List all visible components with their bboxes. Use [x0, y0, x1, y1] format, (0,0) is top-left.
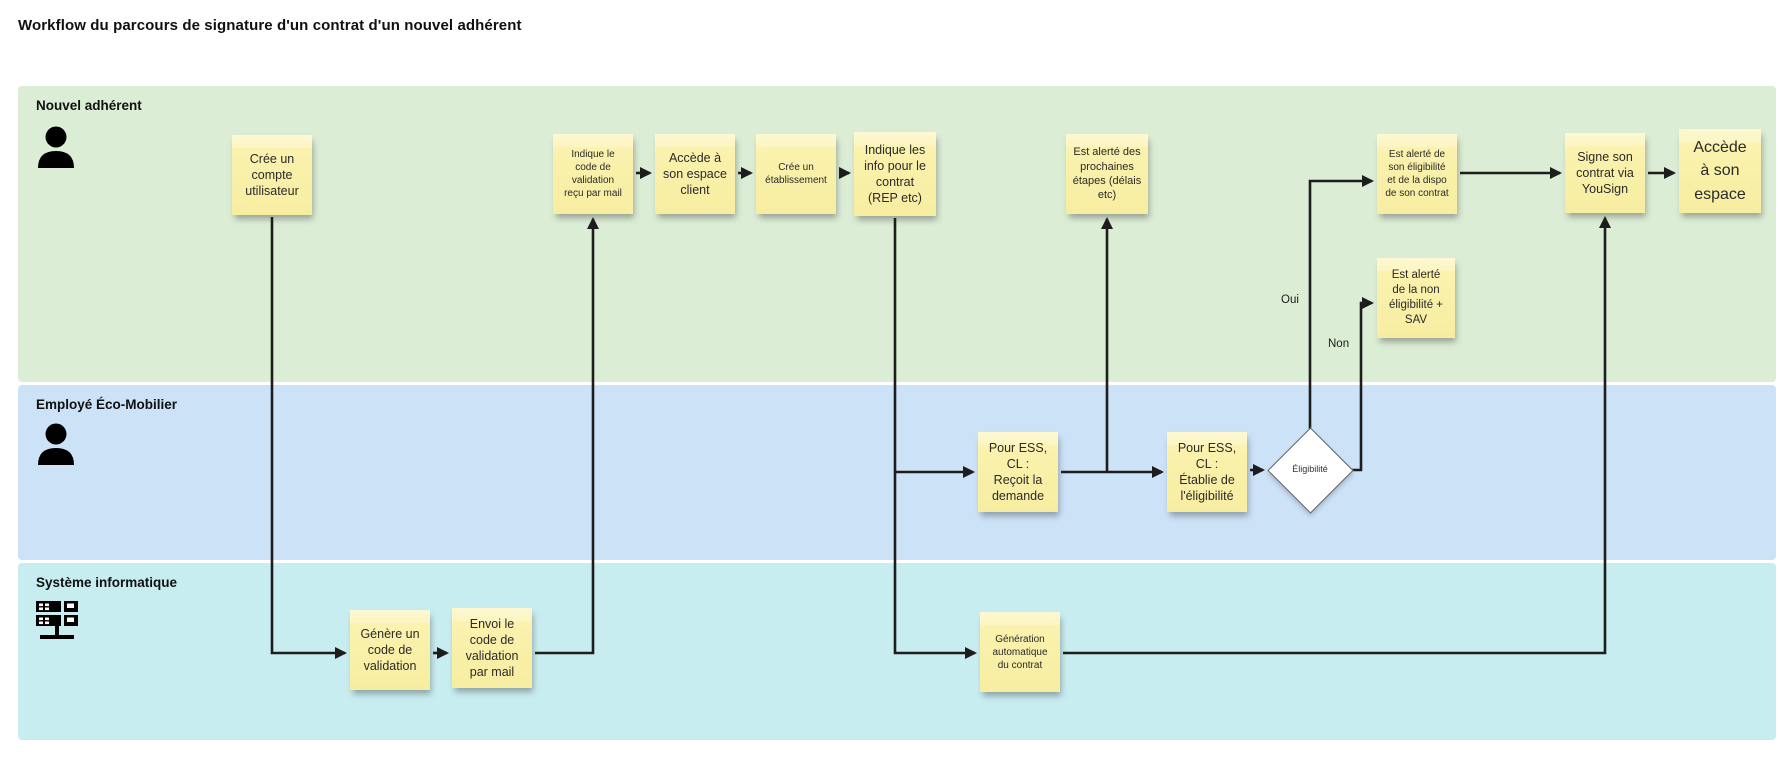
person-icon [36, 126, 76, 175]
lane-systeme-informatique: Système informatique [18, 563, 1776, 740]
lane-nouvel-adherent: Nouvel adhérent [18, 86, 1776, 382]
note-text: Est alerté des prochaines étapes (délais… [1072, 146, 1142, 202]
sticky-note-accede-espace-client: Accède à son espace client [655, 134, 735, 214]
page-title: Workflow du parcours de signature d'un c… [18, 17, 522, 34]
branch-label-oui: Oui [1281, 294, 1299, 306]
sticky-note-cree-etablissement: Crée un établissement [756, 134, 836, 214]
sticky-note-indique-infos: Indique les info pour le contrat (REP et… [854, 132, 936, 216]
lane-label: Employé Éco-Mobilier [36, 397, 178, 412]
note-text: Envoi le code de validation par mail [465, 616, 519, 680]
note-text: Crée un établissement [765, 162, 827, 186]
note-text: Indique le code de validation reçu par m… [564, 149, 622, 199]
sticky-note-cree-compte: Crée un compte utilisateur [232, 135, 312, 215]
sticky-note-alerte-etapes: Est alerté des prochaines étapes (délais… [1066, 134, 1148, 214]
note-text: Est alerté de la non éligibilité + SAV [1388, 269, 1444, 326]
sticky-note-etablit-eligibilite: Pour ESS, CL : Établie de l'éligibilité [1167, 432, 1247, 512]
sticky-note-signe-contrat: Signe son contrat via YouSign [1565, 133, 1645, 213]
sticky-note-accede-espace: Accède à son espace [1679, 129, 1761, 213]
sticky-note-recoit-demande: Pour ESS, CL : Reçoit la demande [978, 432, 1058, 512]
lane-label: Système informatique [36, 575, 178, 590]
note-text: Génère un code de validation [360, 626, 420, 674]
note-text: Indique les info pour le contrat (REP et… [864, 142, 926, 206]
note-text: Signe son contrat via YouSign [1576, 149, 1634, 197]
note-text: Pour ESS, CL : Établie de l'éligibilité [1177, 440, 1237, 504]
sticky-note-generation-contrat: Génération automatique du contrat [980, 612, 1060, 692]
lane-employe-eco-mobilier: Employé Éco-Mobilier [18, 385, 1776, 560]
note-text: Génération automatique du contrat [992, 633, 1048, 671]
sticky-note-genere-code: Génère un code de validation [350, 610, 430, 690]
server-icon [36, 597, 78, 646]
note-text: Accède à son espace client [663, 150, 727, 198]
note-text: Est alerté de son éligibilité et de la d… [1385, 149, 1449, 199]
note-text: Pour ESS, CL : Reçoit la demande [988, 440, 1048, 504]
person-icon [36, 423, 76, 472]
lane-label: Nouvel adhérent [36, 98, 142, 113]
note-text: Crée un compte utilisateur [245, 151, 299, 199]
sticky-note-alerte-eligibilite: Est alerté de son éligibilité et de la d… [1377, 134, 1457, 214]
sticky-note-envoi-code: Envoi le code de validation par mail [452, 608, 532, 688]
sticky-note-indique-code: Indique le code de validation reçu par m… [553, 134, 633, 214]
note-text: Accède à son espace [1693, 139, 1747, 203]
decision-label: Éligibilité [1292, 464, 1328, 474]
sticky-note-alerte-non-eligibilite: Est alerté de la non éligibilité + SAV [1377, 258, 1455, 338]
branch-label-non: Non [1328, 338, 1350, 350]
